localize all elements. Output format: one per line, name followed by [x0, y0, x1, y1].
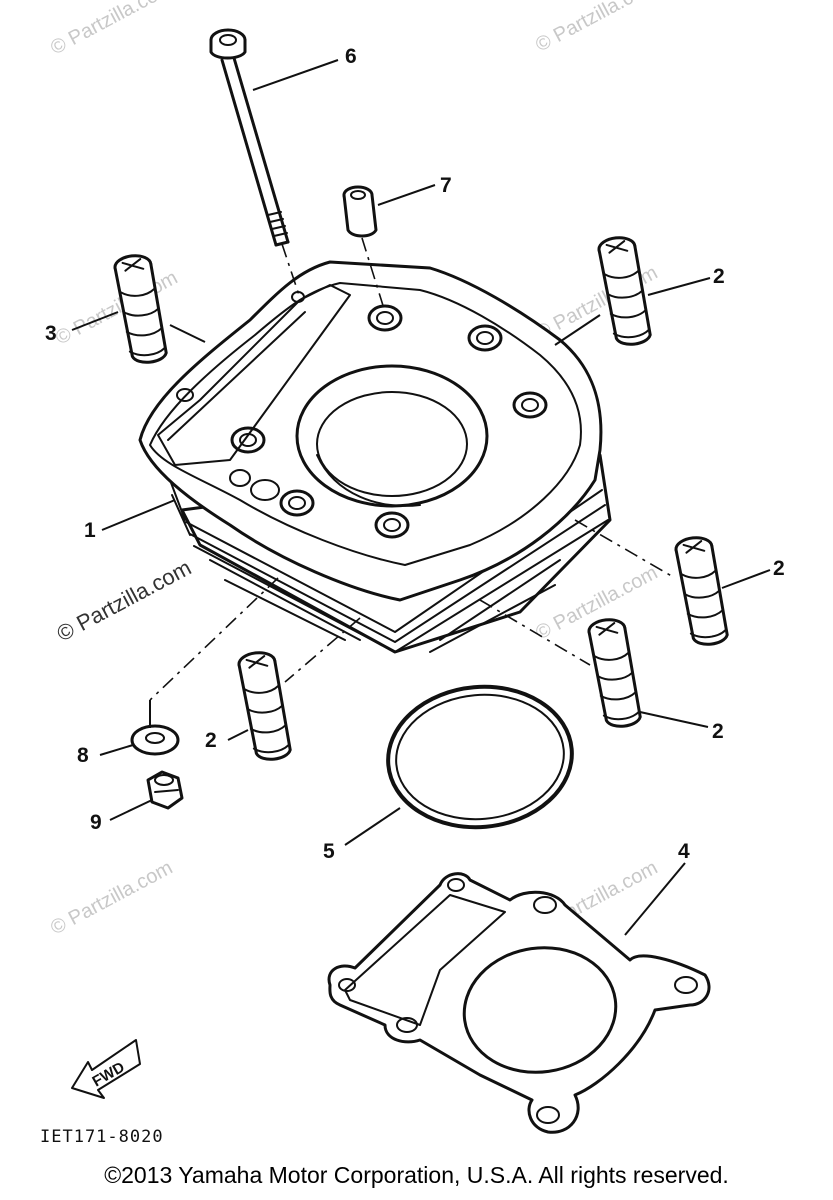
callout-7: 7: [440, 174, 452, 197]
callout-2: 2: [205, 729, 217, 752]
callout-labels: 1 2 2 2 2 3 4 5 6 7 8 9: [45, 45, 785, 863]
stud-part-2: [587, 618, 642, 728]
dowel-part-7: [342, 185, 386, 313]
callout-1: 1: [84, 519, 96, 542]
watermark: © Partzilla.com: [532, 0, 661, 56]
cylinder-part-1: [138, 260, 612, 654]
watermark-prominent: © Partzilla.com: [53, 555, 196, 647]
copyright-notice: ©2013 Yamaha Motor Corporation, U.S.A. A…: [104, 1162, 729, 1188]
callout-2: 2: [713, 265, 725, 288]
stud-part-3: [113, 254, 168, 364]
bolt-part-6: [209, 28, 301, 299]
callout-4: 4: [678, 840, 690, 863]
nut-part-9: [146, 770, 184, 810]
callout-6: 6: [345, 45, 357, 68]
stud-part-2: [597, 236, 652, 346]
o-ring-part-5: [386, 684, 574, 830]
stud-part-2: [674, 536, 729, 646]
watermark: © Partzilla.com: [47, 857, 176, 940]
callout-2: 2: [712, 720, 724, 743]
callout-2: 2: [773, 557, 785, 580]
gasket-part-4: [327, 872, 711, 1134]
leader-lines: [71, 59, 771, 936]
callout-9: 9: [90, 811, 102, 834]
watermark: © Partzilla.com: [47, 0, 176, 59]
washer-part-8: [130, 724, 180, 756]
stud-part-2: [237, 651, 292, 761]
diagram-code: IET171-8020: [40, 1127, 164, 1147]
callout-8: 8: [77, 744, 89, 767]
forward-arrow: FWD: [71, 1039, 141, 1099]
callout-3: 3: [45, 322, 57, 345]
callout-5: 5: [323, 840, 335, 863]
